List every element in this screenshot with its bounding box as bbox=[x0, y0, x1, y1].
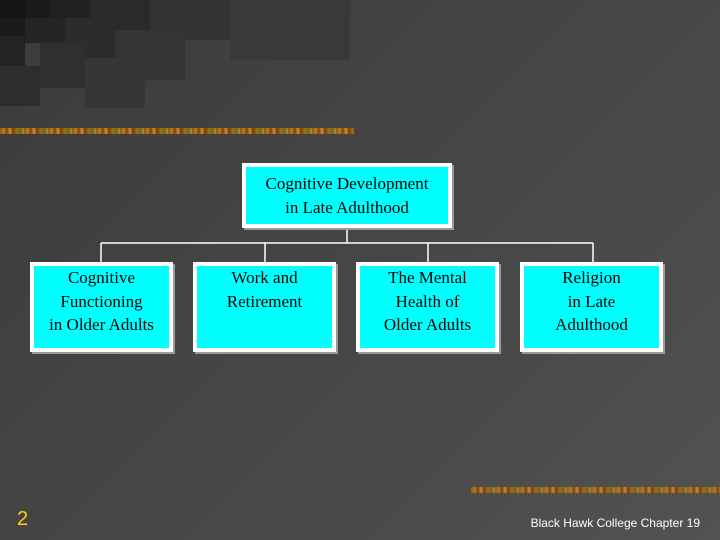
decorative-bar-bottom bbox=[471, 487, 720, 493]
child-node-label: Cognitive Functioning in Older Adults bbox=[34, 266, 169, 348]
child-node-cognitive-functioning: Cognitive Functioning in Older Adults bbox=[30, 262, 173, 352]
child-node-label: Religion in Late Adulthood bbox=[524, 266, 659, 348]
child-node-label: Work and Retirement bbox=[197, 266, 332, 348]
child-node-mental-health: The Mental Health of Older Adults bbox=[356, 262, 499, 352]
root-node: Cognitive Development in Late Adulthood bbox=[242, 163, 452, 228]
root-node-label: Cognitive Development in Late Adulthood bbox=[246, 167, 448, 224]
child-node-work-retirement: Work and Retirement bbox=[193, 262, 336, 352]
page-number: 2 bbox=[17, 508, 29, 530]
decorative-bar-top bbox=[0, 128, 354, 134]
child-node-label: The Mental Health of Older Adults bbox=[360, 266, 495, 348]
footer-text: Black Hawk College Chapter 19 bbox=[530, 516, 700, 530]
child-node-religion: Religion in Late Adulthood bbox=[520, 262, 663, 352]
